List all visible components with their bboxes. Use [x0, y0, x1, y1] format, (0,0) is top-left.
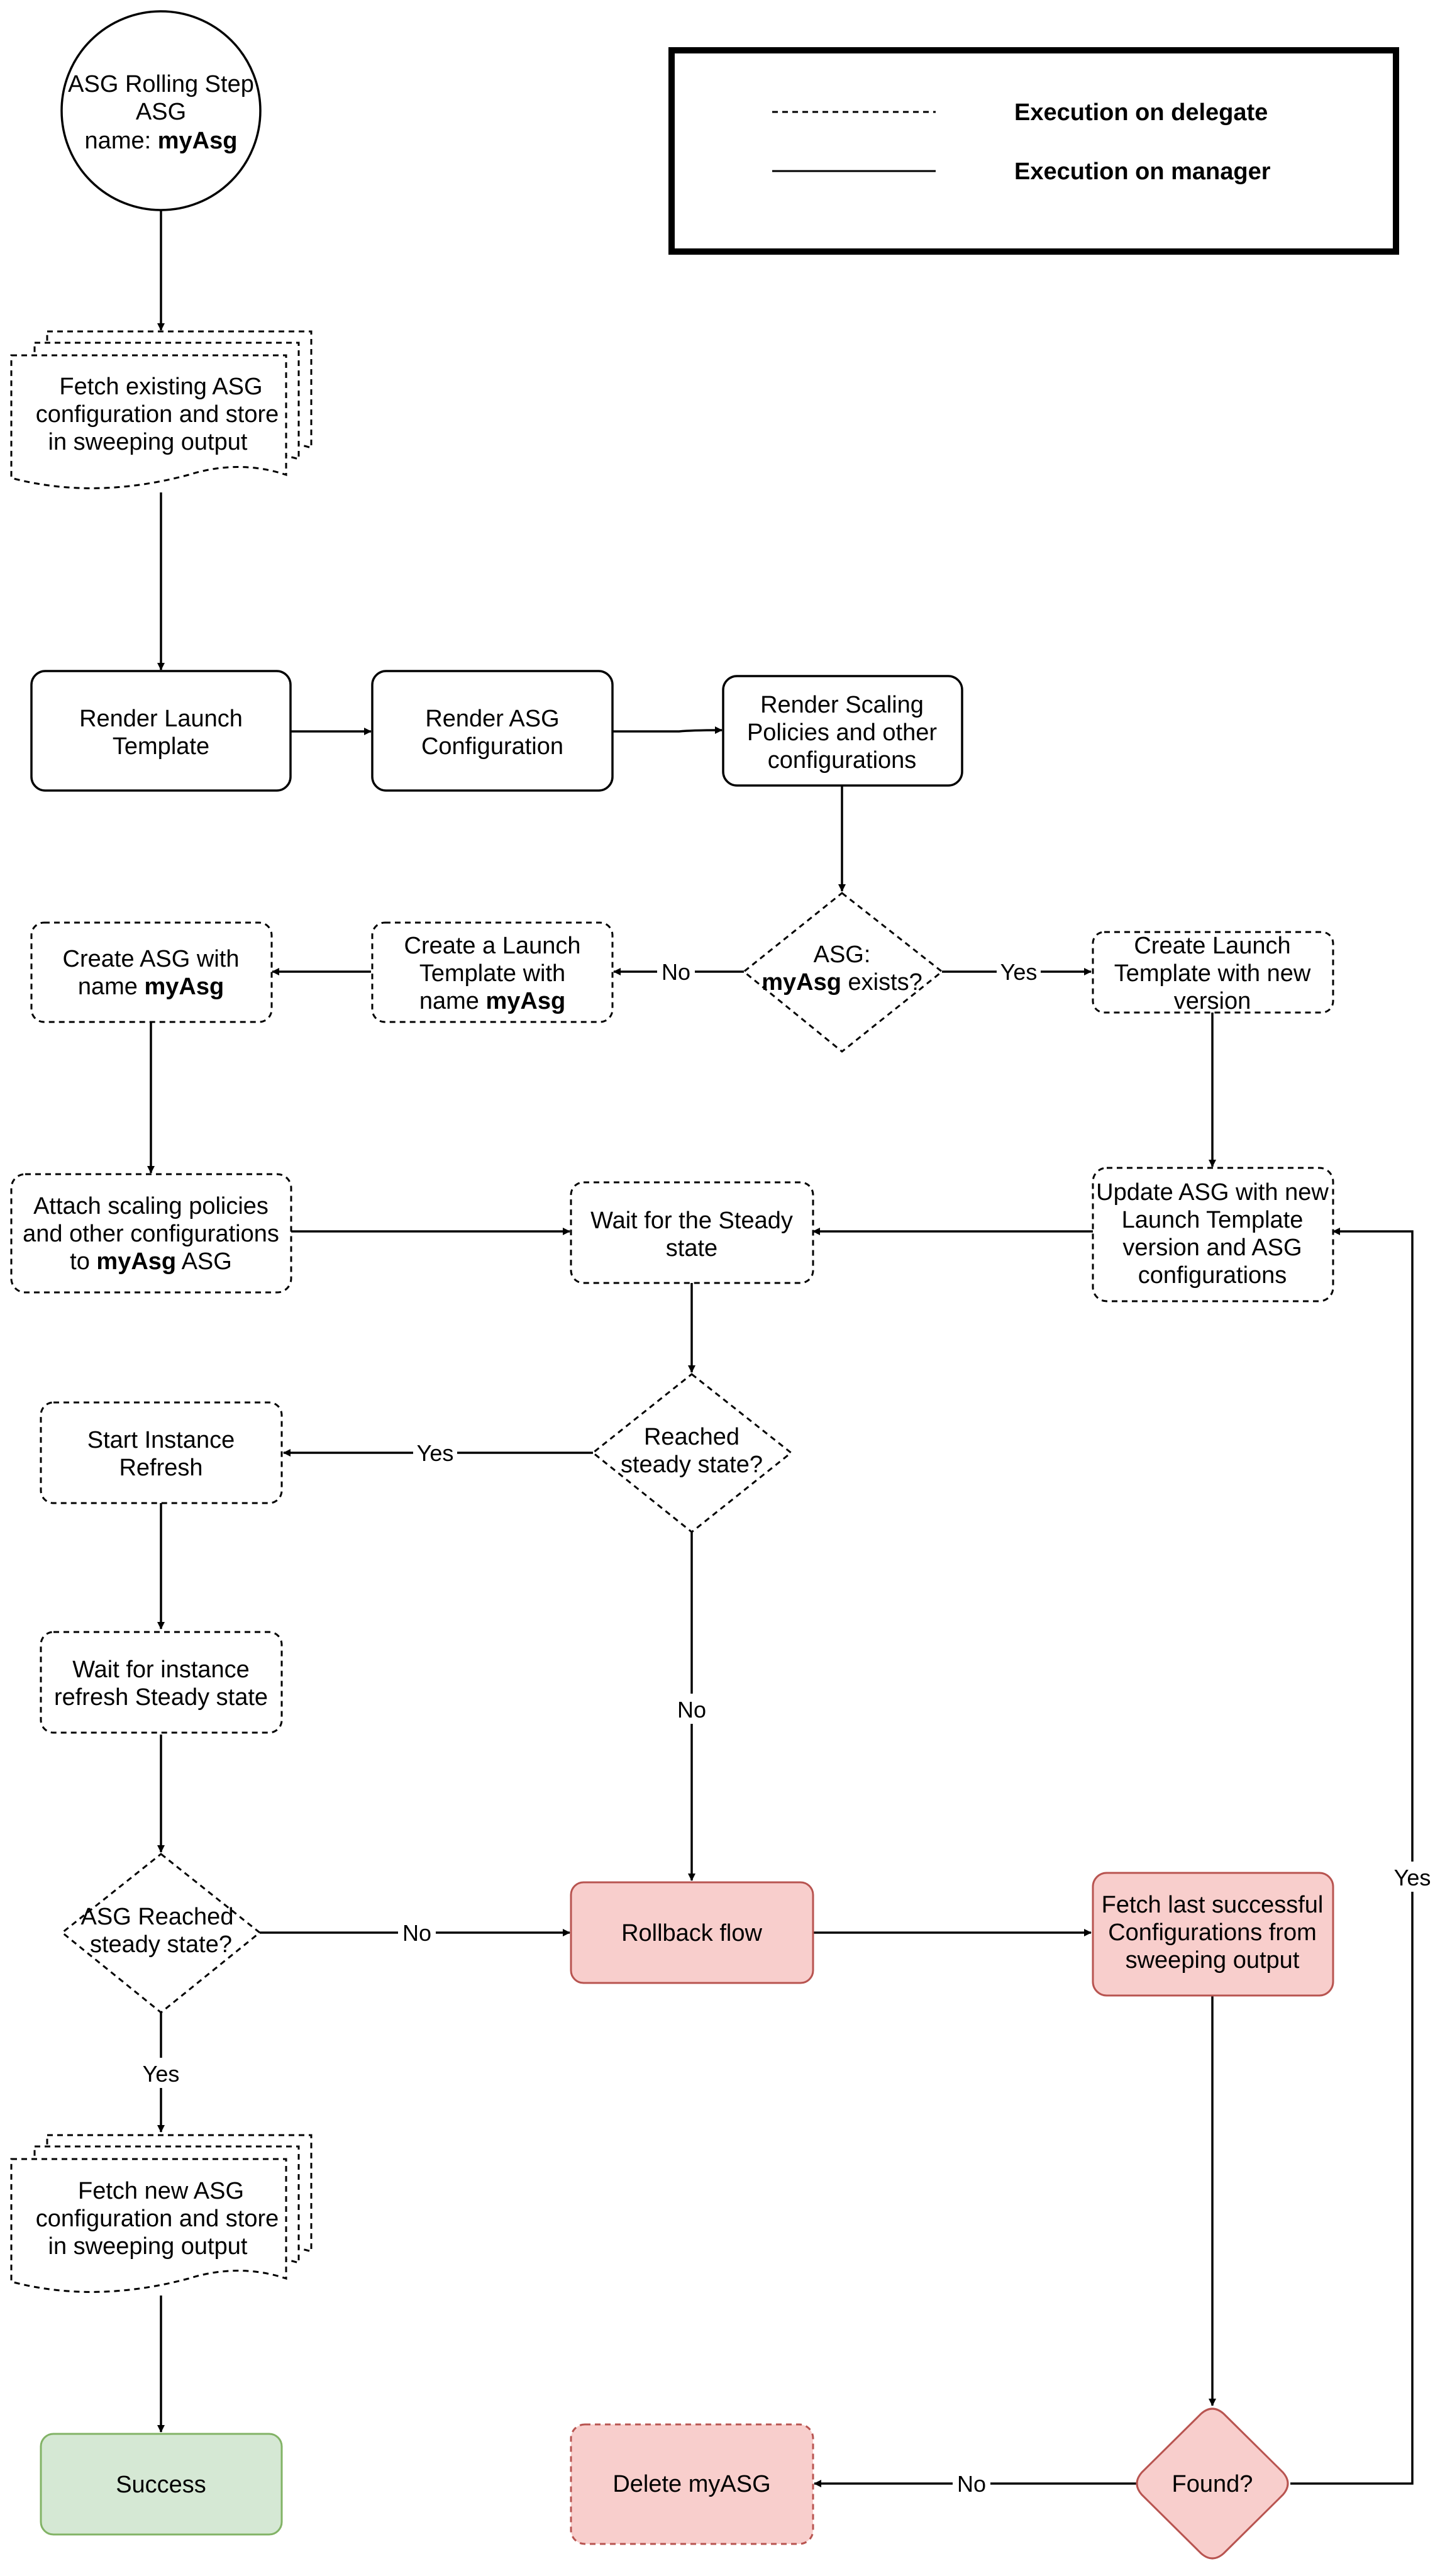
asg-reached-decision: ASG Reached steady state? [60, 1853, 262, 2014]
fetch-last-node: Fetch last successful Configurations fro… [1092, 1872, 1334, 1997]
start-refresh-node: Start Instance Refresh [40, 1401, 283, 1504]
fetch-existing-line3: in sweeping output [48, 429, 248, 455]
found-label: Found? [1172, 2471, 1253, 2497]
create-asg-node: Create ASG with name myAsg [30, 921, 273, 1023]
fetch-new-node: Fetch new ASG configuration and store in… [10, 2134, 313, 2293]
create-launch-template-node: Create a Launch Template with name myAsg [371, 921, 614, 1023]
edges: No Yes Yes No No Yes No Yes [140, 209, 1434, 2498]
fetch-new-line2: configuration and store [36, 2206, 279, 2232]
fetch-last-line3: sweeping output [1126, 1947, 1300, 1974]
update-asg-node: Update ASG with new Launch Template vers… [1092, 1167, 1334, 1302]
fetch-last-line2: Configurations from [1108, 1919, 1317, 1946]
wait-steady-line2: state [666, 1235, 717, 1262]
create-asg-line2: name myAsg [78, 974, 224, 1000]
attach-line2: and other configurations [23, 1221, 279, 1247]
render-scaling-line2: Policies and other [747, 719, 937, 746]
reached-steady-decision: Reached steady state? [591, 1373, 793, 1533]
start-node: ASG Rolling Step ASG name: myAsg [60, 10, 262, 211]
edge-label-no: No [662, 959, 690, 985]
render-launch-template-node: Render Launch Template [30, 670, 292, 792]
update-asg-line2: Launch Template [1122, 1207, 1304, 1233]
fetch-new-line3: in sweeping output [48, 2233, 248, 2260]
wait-refresh-line2: refresh Steady state [54, 1684, 268, 1711]
wait-refresh-node: Wait for instance refresh Steady state [40, 1631, 283, 1734]
rollback-node: Rollback flow [570, 1881, 814, 1984]
attach-line1: Attach scaling policies [33, 1193, 269, 1219]
start-line2: ASG [136, 99, 186, 125]
fetch-new-line1: Fetch new ASG [78, 2178, 244, 2204]
edge-label-yes-4: Yes [1394, 1865, 1431, 1890]
render-asg-config-node: Render ASG Configuration [371, 670, 614, 792]
fetch-existing-line1: Fetch existing ASG [59, 374, 262, 400]
start-line1: ASG Rolling Step [68, 71, 254, 97]
edge-label-no-3: No [402, 1920, 431, 1946]
edge-label-no-2: No [677, 1697, 706, 1723]
create-lt-line1: Create a Launch [404, 933, 581, 959]
wait-refresh-line1: Wait for instance [72, 1657, 250, 1683]
edge-label-no-4: No [957, 2471, 986, 2497]
create-launch-new-version-node: Create Launch Template with new version [1092, 931, 1334, 1014]
start-refresh-line2: Refresh [119, 1455, 202, 1481]
legend-delegate-label: Execution on delegate [1014, 99, 1268, 126]
wait-steady-line1: Wait for the Steady [590, 1208, 793, 1234]
delete-node: Delete myASG [570, 2423, 814, 2545]
asg-reached-line1: ASG Reached [81, 1904, 234, 1930]
create-version-line1: Create Launch [1134, 933, 1290, 959]
update-asg-line4: configurations [1138, 1262, 1287, 1289]
render-launch-line1: Render Launch [79, 706, 243, 732]
attach-line3: to myAsg ASG [70, 1248, 232, 1275]
update-asg-line3: version and ASG [1122, 1235, 1302, 1261]
asg-reached-line2: steady state? [90, 1931, 232, 1958]
rollback-label: Rollback flow [621, 1920, 762, 1946]
edge-label-yes-3: Yes [143, 2061, 180, 2087]
asg-exists-line2: myAsg exists? [762, 969, 922, 996]
render-asg-line1: Render ASG [425, 706, 559, 732]
wait-steady-node: Wait for the Steady state [570, 1181, 814, 1284]
attach-policies-node: Attach scaling policies and other config… [10, 1173, 292, 1294]
render-launch-line2: Template [113, 733, 209, 760]
update-asg-line1: Update ASG with new [1096, 1179, 1329, 1206]
start-refresh-line1: Start Instance [87, 1427, 235, 1453]
create-version-line3: version [1174, 988, 1251, 1014]
edge-label-yes-2: Yes [417, 1440, 454, 1466]
create-lt-line3: name myAsg [419, 988, 565, 1014]
edge-render-asg-to-scaling [612, 726, 723, 735]
render-scaling-line3: configurations [768, 747, 917, 774]
edge-label-yes: Yes [1000, 959, 1038, 985]
fetch-last-line1: Fetch last successful [1102, 1892, 1324, 1918]
reached-line2: steady state? [621, 1452, 763, 1478]
delete-label: Delete myASG [612, 2471, 770, 2497]
create-lt-line2: Template with [419, 960, 565, 987]
fetch-existing-node: Fetch existing ASG configuration and sto… [10, 330, 313, 489]
asg-exists-line1: ASG: [814, 941, 871, 968]
start-line3: name: myAsg [85, 128, 238, 154]
render-scaling-node: Render Scaling Policies and other config… [722, 675, 963, 787]
asg-exists-decision: ASG: myAsg exists? [742, 892, 944, 1053]
render-scaling-line1: Render Scaling [760, 692, 924, 718]
success-node: Success [40, 2433, 283, 2536]
edge-found-yes [1290, 1228, 1414, 2485]
success-label: Success [116, 2472, 206, 2498]
found-decision: Found? [1136, 2407, 1289, 2560]
create-version-line2: Template with new [1114, 960, 1311, 987]
fetch-existing-line2: configuration and store [36, 401, 279, 428]
legend-manager-label: Execution on manager [1014, 158, 1271, 185]
create-asg-line1: Create ASG with [63, 946, 240, 972]
reached-line1: Reached [644, 1424, 739, 1450]
render-asg-line2: Configuration [421, 733, 563, 760]
legend: Execution on delegate Execution on manag… [668, 47, 1399, 255]
